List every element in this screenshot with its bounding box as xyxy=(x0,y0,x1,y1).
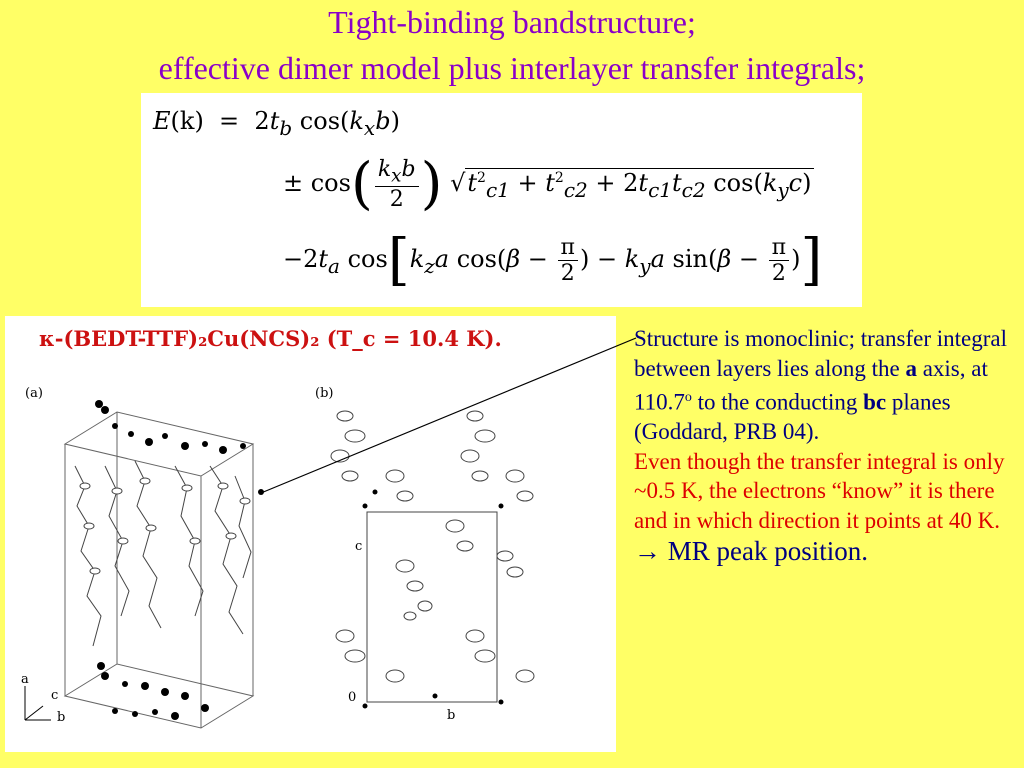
molecule-stacks-b xyxy=(330,410,535,683)
axis-c-label: c xyxy=(51,688,59,703)
axes-indicator-a xyxy=(24,686,51,721)
arrow-icon: → xyxy=(634,536,661,567)
slide-title-line-2: effective dimer model plus interlayer tr… xyxy=(158,50,866,86)
equation-row-1: E(k) = 2tb cos(kxb) xyxy=(153,107,400,140)
crystal-structure-drawing xyxy=(24,400,535,729)
anion-atoms-b xyxy=(362,489,504,709)
atoms-a xyxy=(79,477,251,575)
mr-peak-line: → MR peak position. xyxy=(634,536,868,567)
panel-b-axis-b-label: b xyxy=(447,708,456,723)
unit-cell-b xyxy=(366,511,498,703)
panel-b-origin-label: 0 xyxy=(348,690,357,705)
axis-a-label: a xyxy=(21,672,29,687)
electrons-know-paragraph: Even though the transfer integral is onl… xyxy=(634,448,1005,533)
axis-b-label: b xyxy=(57,710,66,725)
panel-b-axis-c-label: c xyxy=(355,539,363,554)
side-explanation: Structure is monoclinic; transfer integr… xyxy=(634,324,1019,567)
unit-cell-a xyxy=(63,411,255,729)
panel-a-label: (a) xyxy=(25,386,43,401)
structure-paragraph: Structure is monoclinic; transfer integr… xyxy=(634,326,1007,445)
anion-chains xyxy=(95,400,264,720)
slide-title-line-1: Tight-binding bandstructure; xyxy=(328,4,696,40)
crystal-structure-figure: κ-(BEDT-TTF)₂Cu(NCS)₂ (T_c = 10.4 K). (a… xyxy=(5,316,616,752)
